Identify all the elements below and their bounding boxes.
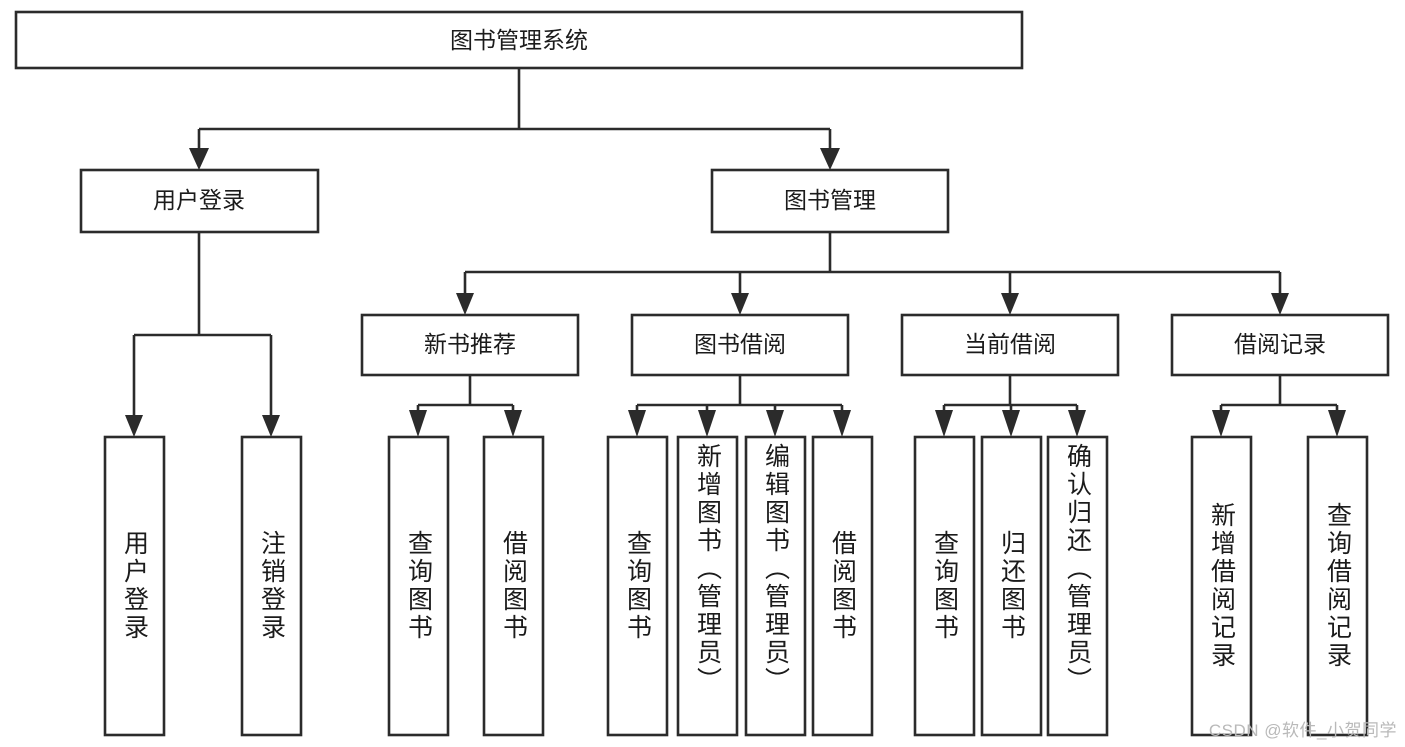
node-box-leaf-11[interactable] <box>1190 435 1253 737</box>
node-label-root: 图书管理系统 <box>450 27 588 53</box>
node-box-leaf-10[interactable] <box>1046 435 1109 737</box>
node-box-new-book-recommend[interactable] <box>360 313 580 377</box>
node-box-leaf-5[interactable] <box>676 435 739 737</box>
arrow-head-icon <box>1271 293 1289 315</box>
node-label-new-book-recommend: 新书推荐 <box>424 331 516 357</box>
node-box-leaf-12[interactable] <box>1306 435 1369 737</box>
arrow-head-icon <box>1068 410 1086 437</box>
arrow-head-icon <box>1002 410 1020 437</box>
arrow-head-icon <box>456 293 474 315</box>
node-label-borrow-record: 借阅记录 <box>1234 331 1326 357</box>
arrow-head-icon <box>628 410 646 437</box>
arrow-head-icon <box>731 293 749 315</box>
node-box-leaf-6[interactable] <box>744 435 807 737</box>
arrow-head-icon <box>1328 410 1346 437</box>
node-box-leaf-9[interactable] <box>980 435 1043 737</box>
arrow-head-icon <box>833 410 851 437</box>
arrow-head-icon <box>504 410 522 437</box>
node-box-leaf-0[interactable] <box>103 435 166 737</box>
node-box-current-borrow[interactable] <box>900 313 1120 377</box>
arrow-head-icon <box>766 410 784 437</box>
node-box-user-login[interactable] <box>79 168 320 234</box>
node-box-borrow-record[interactable] <box>1170 313 1390 377</box>
arrow-head-icon <box>409 410 427 437</box>
node-label-current-borrow: 当前借阅 <box>964 331 1056 357</box>
arrow-head-icon <box>262 415 280 437</box>
arrow-head-icon <box>1001 293 1019 315</box>
node-box-root[interactable] <box>14 10 1024 70</box>
node-box-leaf-7[interactable] <box>811 435 874 737</box>
arrow-head-icon <box>189 148 209 170</box>
node-box-leaf-4[interactable] <box>606 435 669 737</box>
arrow-head-icon <box>698 410 716 437</box>
arrow-head-icon <box>125 415 143 437</box>
node-box-leaf-8[interactable] <box>913 435 976 737</box>
arrow-head-icon <box>935 410 953 437</box>
node-box-leaf-1[interactable] <box>240 435 303 737</box>
arrow-head-icon <box>820 148 840 170</box>
node-label-book-borrow: 图书借阅 <box>694 331 786 357</box>
node-label-book-management: 图书管理 <box>784 187 876 213</box>
csdn-watermark: CSDN @软件_小贺同学 <box>1208 721 1397 740</box>
node-box-leaf-2[interactable] <box>387 435 450 737</box>
node-box-book-management[interactable] <box>710 168 950 234</box>
node-layer: 图书管理系统 用户登录 图书管理 新书推荐 图书借阅 当前借阅 借阅记录 <box>14 10 1390 737</box>
node-box-book-borrow[interactable] <box>630 313 850 377</box>
node-label-user-login: 用户登录 <box>153 187 245 213</box>
connector-layer <box>125 68 1346 437</box>
arrow-head-icon <box>1212 410 1230 437</box>
node-box-leaf-3[interactable] <box>482 435 545 737</box>
